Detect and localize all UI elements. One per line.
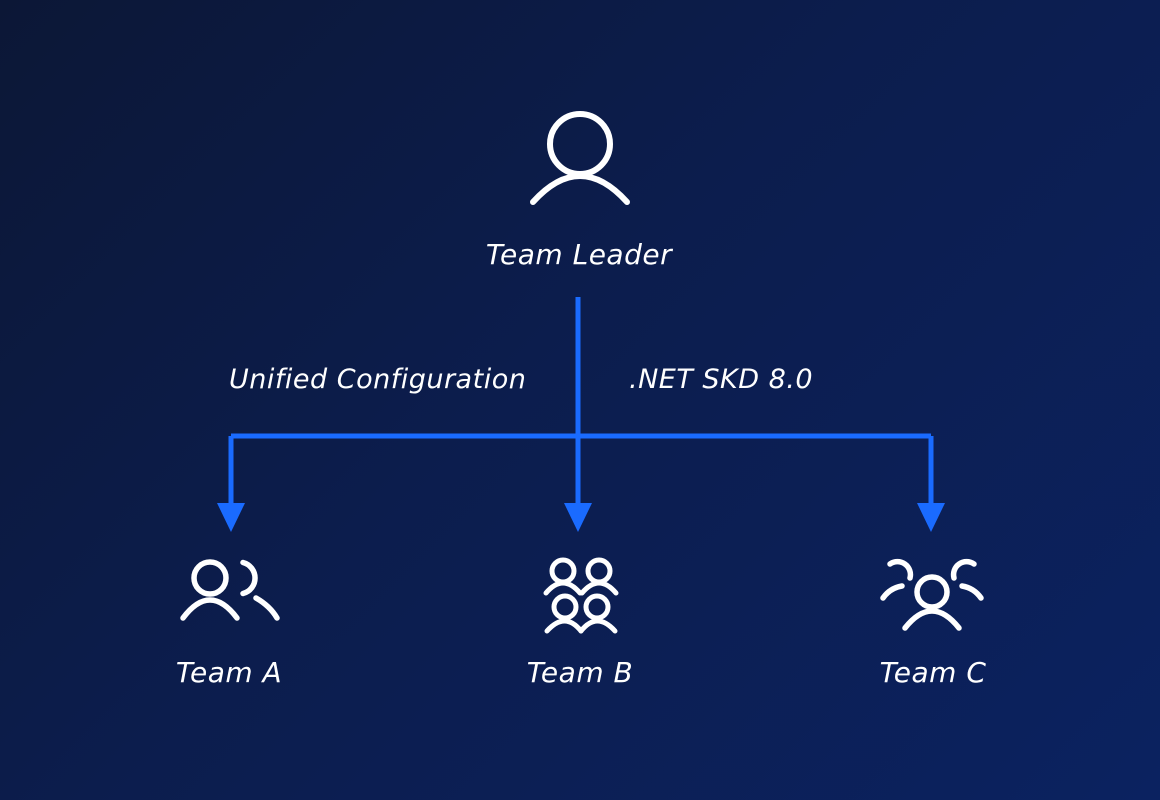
four-people-icon bbox=[543, 557, 619, 635]
arrowhead-team-a bbox=[217, 503, 245, 532]
team-c-label: Team C bbox=[879, 656, 987, 689]
unified-configuration-label: Unified Configuration bbox=[229, 364, 527, 395]
team-leader-label: Team Leader bbox=[485, 238, 673, 271]
arrowhead-team-c bbox=[917, 503, 945, 532]
team-b-label: Team B bbox=[526, 656, 634, 689]
net-sdk-label: .NET SKD 8.0 bbox=[629, 364, 814, 395]
arrowhead-team-b bbox=[564, 503, 592, 532]
person-icon bbox=[528, 110, 632, 206]
three-people-icon bbox=[880, 556, 984, 632]
two-people-icon bbox=[180, 558, 280, 622]
team-a-label: Team A bbox=[175, 656, 283, 689]
